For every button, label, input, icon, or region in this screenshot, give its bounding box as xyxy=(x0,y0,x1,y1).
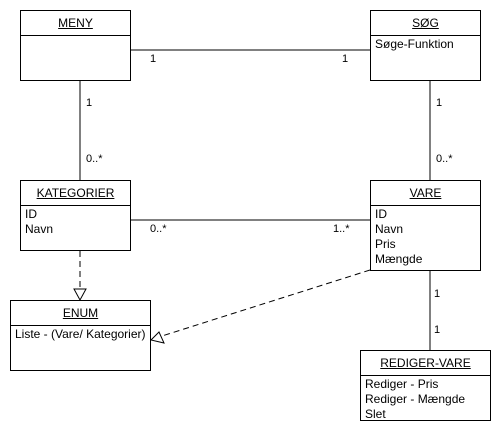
attribute: Rediger - Pris xyxy=(365,377,439,391)
mult-vare-rediger-rediger: 1 xyxy=(434,324,441,336)
class-kategorier-attributes: ID Navn xyxy=(25,207,128,237)
class-rediger-vare-name: REDIGER-VARE xyxy=(361,351,490,376)
class-vare-name: VARE xyxy=(371,181,480,206)
mult-kategorier-vare-kategorier: 0..* xyxy=(150,223,167,235)
class-kategorier[interactable]: KATEGORIER ID Navn xyxy=(20,180,131,251)
class-enum-name: ENUM xyxy=(11,301,150,326)
mult-sog-vare-vare: 0..* xyxy=(436,153,453,165)
class-meny-name: MENY xyxy=(21,11,130,36)
attribute: ID xyxy=(25,207,37,221)
class-vare[interactable]: VARE ID Navn Pris Mængde xyxy=(370,180,481,271)
class-sog-name: SØG xyxy=(371,11,480,36)
realization-vare-enum xyxy=(161,269,371,337)
class-kategorier-name: KATEGORIER xyxy=(21,181,130,206)
mult-meny-kategorier-kategorier: 0..* xyxy=(86,153,103,165)
mult-meny-sog-meny: 1 xyxy=(150,53,157,65)
attribute: Mængde xyxy=(375,252,423,266)
attribute: ID xyxy=(375,207,387,221)
class-rediger-vare-attributes: Rediger - Pris Rediger - Mængde Slet xyxy=(365,377,488,422)
mult-meny-sog-sog: 1 xyxy=(342,53,349,65)
mult-kategorier-vare-vare: 1..* xyxy=(333,223,350,235)
attribute: Navn xyxy=(375,222,404,236)
class-enum-attributes: Liste - (Vare/ Kategorier) xyxy=(15,327,148,342)
attribute: Rediger - Mængde xyxy=(365,392,466,406)
realization-arrowhead-vare xyxy=(150,331,165,344)
class-rediger-vare[interactable]: REDIGER-VARE Rediger - Pris Rediger - Mæ… xyxy=(360,350,491,421)
mult-vare-rediger-vare: 1 xyxy=(434,288,441,300)
attribute: Liste - (Vare/ Kategorier) xyxy=(15,327,146,341)
attribute: Navn xyxy=(25,222,54,236)
class-enum[interactable]: ENUM Liste - (Vare/ Kategorier) xyxy=(10,300,151,371)
realization-arrowhead-kategorier xyxy=(73,288,87,302)
mult-sog-vare-sog: 1 xyxy=(436,97,443,109)
class-sog[interactable]: SØG Søge-Funktion xyxy=(370,10,481,81)
class-sog-attributes: Søge-Funktion xyxy=(375,37,478,52)
attribute: Pris xyxy=(375,237,396,251)
class-vare-attributes: ID Navn Pris Mængde xyxy=(375,207,478,267)
class-meny[interactable]: MENY xyxy=(20,10,131,81)
attribute: Slet xyxy=(365,407,386,421)
mult-meny-kategorier-meny: 1 xyxy=(86,97,93,109)
attribute: Søge-Funktion xyxy=(375,37,454,51)
